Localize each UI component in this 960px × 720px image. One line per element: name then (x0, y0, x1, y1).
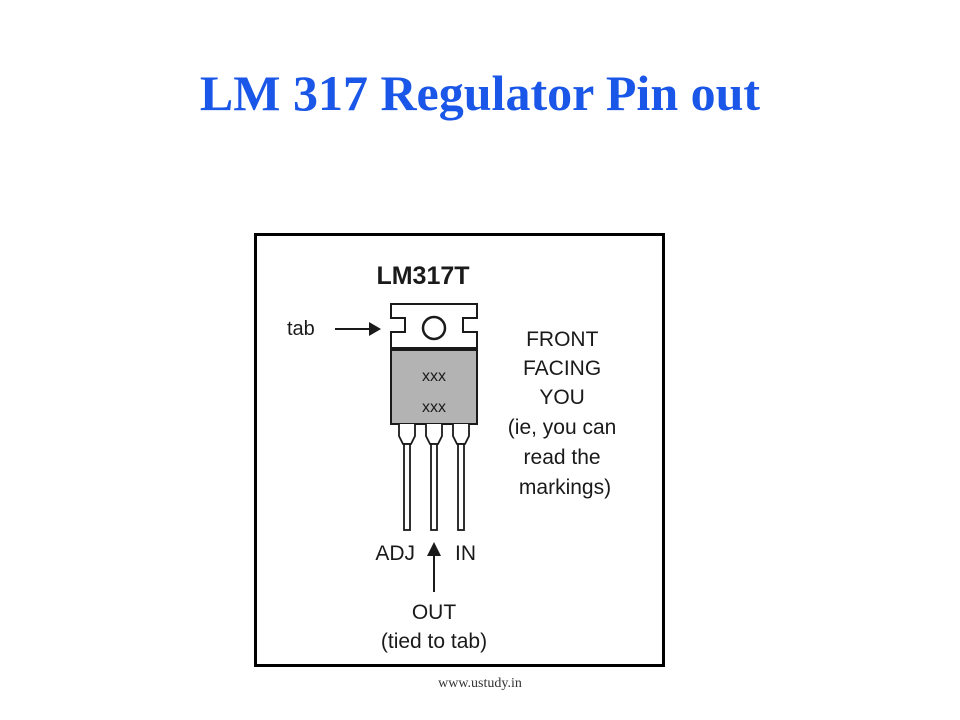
lead-shoulder-left (398, 424, 416, 445)
orientation-note: FRONT FACING YOU (ie, you can read the m… (508, 328, 622, 499)
note-line-3: YOU (539, 386, 585, 409)
note-line-4: (ie, you can (508, 416, 617, 439)
lead-in (457, 443, 465, 531)
mounting-hole (421, 315, 447, 341)
pin-out-note: (tied to tab) (381, 630, 487, 653)
lead-shoulder-right (452, 424, 470, 445)
out-arrow-head (427, 542, 441, 556)
pinout-drawing: LM317T xxx xxx tab FRONT FACING YOU (ie,… (287, 262, 622, 653)
package-body (390, 349, 478, 425)
lead-out (430, 443, 438, 531)
marking-line-1: xxx (422, 368, 446, 385)
lead-adj (403, 443, 411, 531)
pin-adj-label: ADJ (375, 542, 415, 565)
note-line-5: read the (524, 446, 601, 469)
lead-shoulder-middle (425, 424, 443, 445)
pinout-diagram: LM317T xxx xxx tab FRONT FACING YOU (ie,… (254, 233, 665, 667)
note-line-2: FACING (523, 357, 601, 380)
slide-title: LM 317 Regulator Pin out (199, 65, 761, 121)
pin-in-label: IN (455, 542, 476, 565)
watermark: www.ustudy.in (438, 676, 522, 691)
tab-arrow-head (369, 322, 381, 336)
tab-label: tab (287, 318, 315, 340)
note-line-1: FRONT (526, 328, 598, 351)
note-line-6: markings) (519, 476, 611, 499)
part-number-label: LM317T (376, 262, 469, 290)
pin-out-label: OUT (412, 601, 457, 624)
marking-line-2: xxx (422, 399, 446, 416)
